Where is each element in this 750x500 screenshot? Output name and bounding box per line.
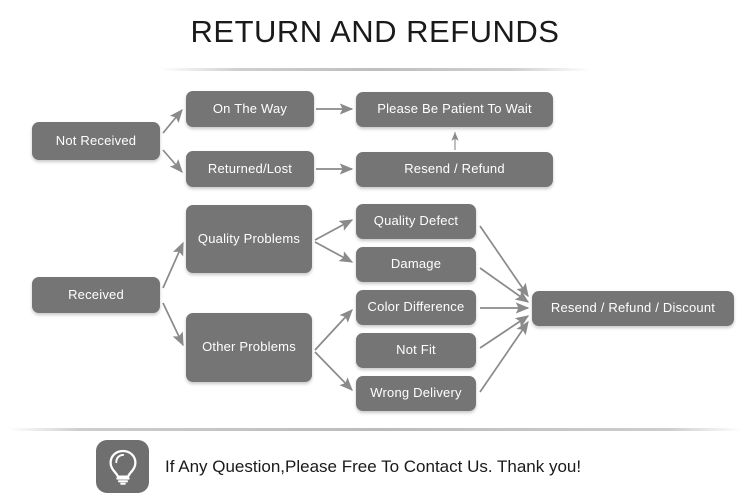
page-title: RETURN AND REFUNDS xyxy=(190,14,560,49)
edge-quality-problems-to-quality-defect xyxy=(314,219,354,241)
node-quality-problems[interactable]: Quality Problems xyxy=(186,205,312,273)
edge-received-to-other-problems xyxy=(162,302,184,347)
edge-wrong-delivery-to-result xyxy=(479,320,529,393)
title-divider xyxy=(160,68,590,71)
node-resend-refund-discount[interactable]: Resend / Refund / Discount xyxy=(532,291,734,326)
node-not-received[interactable]: Not Received xyxy=(32,122,160,160)
node-quality-defect[interactable]: Quality Defect xyxy=(356,204,476,239)
node-received[interactable]: Received xyxy=(32,277,160,313)
edge-other-problems-to-wrong-delivery xyxy=(314,351,353,391)
node-please-be-patient-to-wait[interactable]: Please Be Patient To Wait xyxy=(356,92,553,127)
edge-not-received-to-on-the-way xyxy=(162,108,183,134)
edge-quality-defect-to-result xyxy=(479,225,529,298)
node-wrong-delivery[interactable]: Wrong Delivery xyxy=(356,376,476,411)
edge-received-to-quality-problems xyxy=(162,241,184,289)
node-resend-refund[interactable]: Resend / Refund xyxy=(356,152,553,187)
lightbulb-icon xyxy=(96,440,149,493)
footer-contact-bar: If Any Question,Please Free To Contact U… xyxy=(96,440,581,493)
node-other-problems[interactable]: Other Problems xyxy=(186,313,312,382)
node-not-fit[interactable]: Not Fit xyxy=(356,333,476,368)
edge-not-received-to-returned-lost xyxy=(162,149,183,174)
node-damage[interactable]: Damage xyxy=(356,247,476,282)
edge-damage-to-result xyxy=(479,267,530,303)
footer-divider xyxy=(8,428,742,431)
node-color-difference[interactable]: Color Difference xyxy=(356,290,476,325)
footer-contact-text: If Any Question,Please Free To Contact U… xyxy=(165,456,582,476)
edge-quality-problems-to-damage xyxy=(314,241,354,263)
node-on-the-way[interactable]: On The Way xyxy=(186,91,314,127)
edge-other-problems-to-color-difference xyxy=(314,309,353,351)
node-returned-lost[interactable]: Returned/Lost xyxy=(186,151,314,187)
